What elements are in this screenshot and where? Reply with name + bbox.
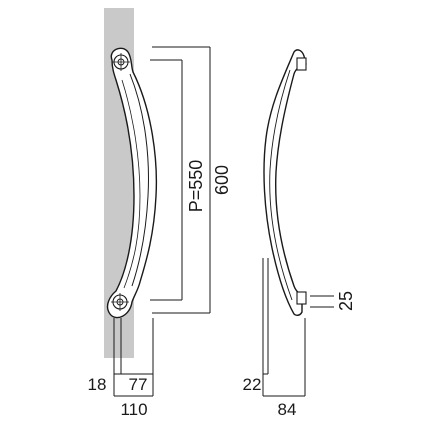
front-handle-body	[106, 47, 158, 319]
top-mount-boss	[112, 53, 130, 71]
overall-depth-label: 110	[120, 400, 147, 419]
base-offset-label: 22	[243, 375, 262, 394]
pitch-dimension	[150, 59, 183, 301]
pitch-label: P=550	[186, 160, 206, 213]
side-bottom-dimension-lines	[262, 258, 306, 397]
post-center-label: 77	[129, 375, 148, 394]
front-bottom-dimension-lines	[113, 318, 154, 397]
front-handle-contour	[129, 73, 149, 287]
base-width-label: 25	[336, 291, 356, 311]
overall-length-label: 600	[212, 165, 232, 195]
bottom-mount-boss	[111, 293, 129, 311]
overall-projection-label: 84	[278, 400, 297, 419]
front-handle-contour-inner	[121, 79, 141, 289]
side-bottom-base	[296, 291, 307, 305]
overall-length-dimension	[152, 46, 211, 314]
base-width-dimension	[310, 295, 334, 308]
side-handle-contour	[269, 69, 293, 301]
side-top-base	[296, 57, 307, 71]
side-handle-body	[263, 49, 307, 317]
offset-label: 18	[88, 375, 107, 394]
